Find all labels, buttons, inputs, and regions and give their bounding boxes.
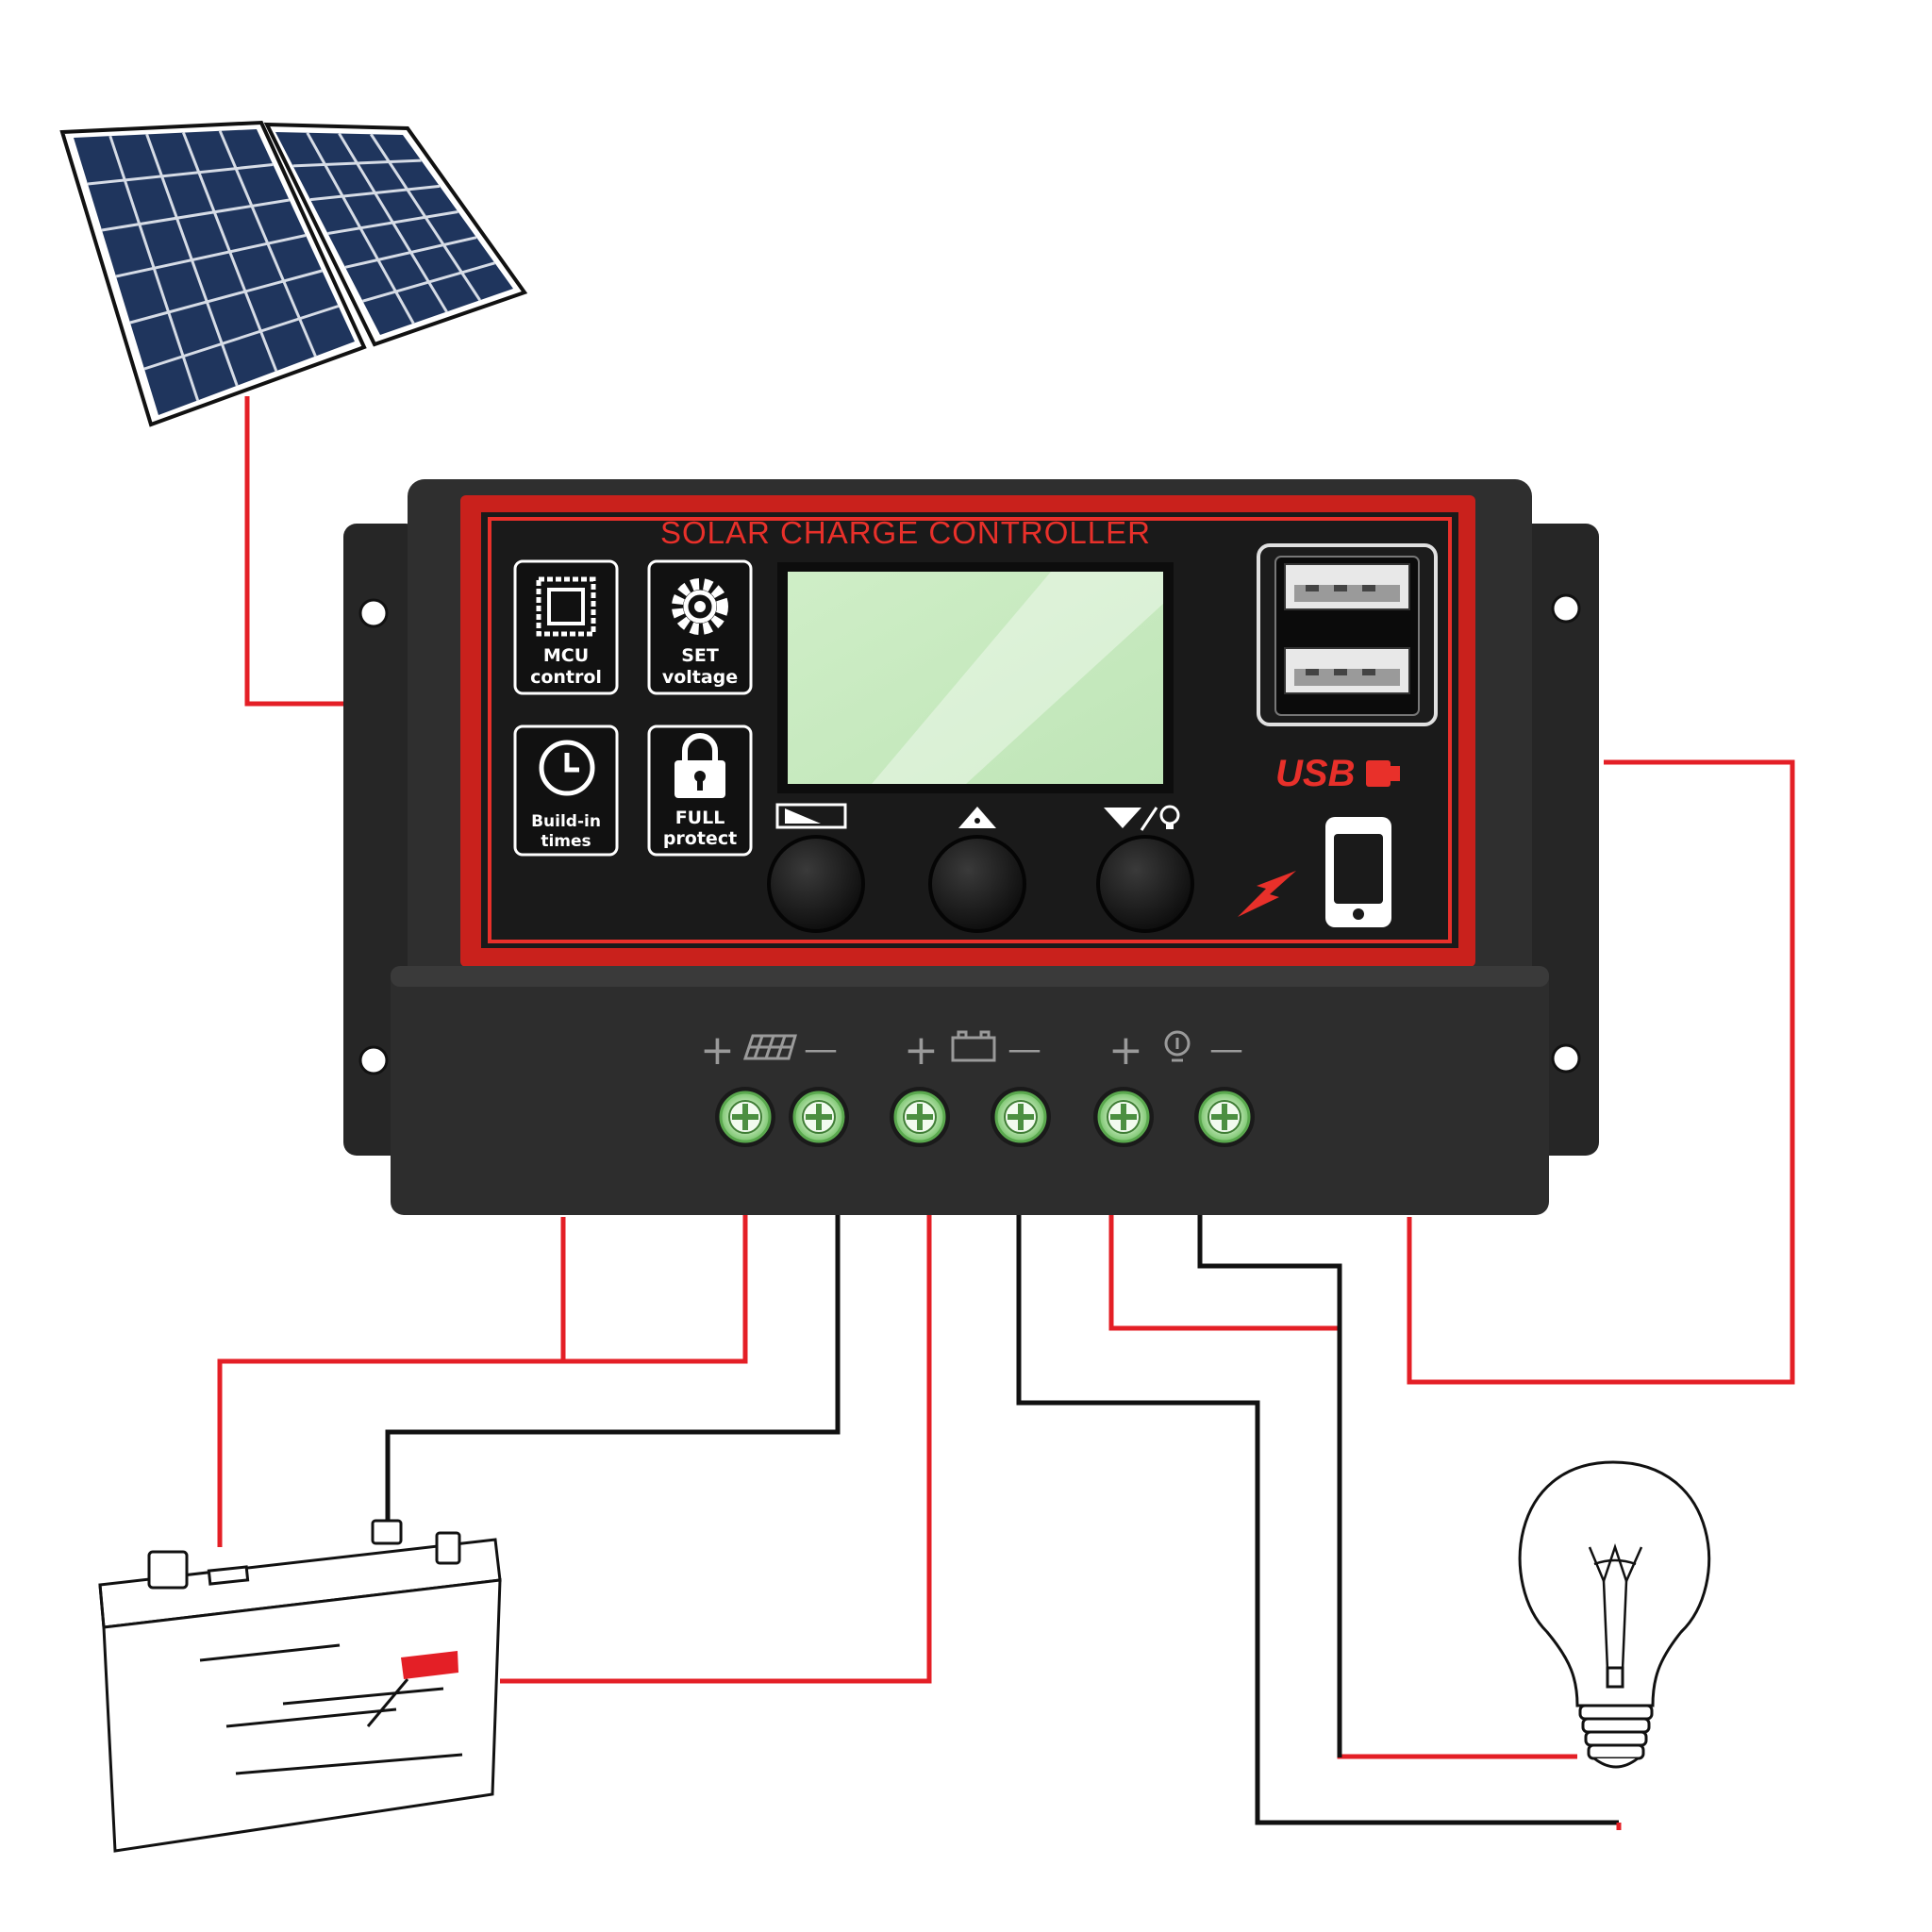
screw-terminal-battery-negative[interactable]	[991, 1087, 1051, 1147]
usb-loop-wire	[1407, 759, 1795, 1385]
feature-tile-timer: Build-in times	[513, 724, 619, 857]
bulb-filament	[1588, 1543, 1643, 1671]
battery-negative-wire	[1016, 1146, 1619, 1825]
gear-icon	[672, 578, 728, 635]
solar-cell-line	[344, 236, 477, 269]
mount-hole	[358, 598, 389, 628]
solar-cell-line	[362, 261, 495, 303]
battery-icon	[951, 1030, 996, 1062]
load-positive-wire	[1108, 1146, 1577, 1759]
clock-icon	[539, 740, 595, 796]
plus-sign: +	[700, 1026, 735, 1074]
usb-port-2[interactable]	[1284, 647, 1410, 694]
lock-icon	[675, 733, 725, 798]
solar-panel-left	[59, 120, 367, 427]
solar-cell-line	[292, 158, 422, 168]
lcd-display	[777, 562, 1174, 793]
bulb-base	[1578, 1666, 1654, 1769]
mount-hole	[1551, 1043, 1581, 1074]
feature-tile-protect: FULL protect	[647, 724, 753, 857]
solar-cell-line	[129, 269, 323, 325]
usb-label: USB	[1275, 753, 1355, 794]
chip-icon	[536, 576, 596, 637]
mount-hole	[358, 1045, 389, 1075]
feature-tile-mcu: MCU control	[513, 559, 619, 695]
phone-icon	[1325, 817, 1391, 927]
load-terminals-label: + —	[1108, 1026, 1243, 1074]
down-light-icon	[1104, 805, 1180, 831]
feature-timer-line2: times	[541, 832, 591, 851]
battery-terminal-negative	[371, 1519, 461, 1565]
down-light-button[interactable]	[1096, 835, 1194, 933]
pv-positive-wire	[217, 1146, 748, 1547]
solar-panel	[59, 120, 528, 427]
solar-cell-line	[87, 163, 274, 186]
battery-label-lines	[199, 1643, 463, 1775]
terminal-housing	[391, 966, 1549, 1215]
terminal-housing-top	[391, 966, 1549, 987]
solar-cell-line	[101, 198, 290, 232]
battery	[98, 1519, 502, 1853]
feature-protect-line2: protect	[663, 828, 737, 849]
feature-mcu-line1: MCU	[543, 645, 589, 666]
feature-mcu-line2: control	[530, 667, 602, 688]
controller-title: SOLAR CHARGE CONTROLLER	[660, 515, 1151, 550]
wires	[217, 396, 1795, 1830]
up-arrow-icon	[958, 807, 996, 828]
battery-vent	[207, 1565, 250, 1586]
screw-terminal-battery-positive[interactable]	[890, 1087, 950, 1147]
screw-terminal-load-negative[interactable]	[1194, 1087, 1255, 1147]
battery-red-tag	[401, 1651, 458, 1679]
solar-panel-icon	[742, 1034, 797, 1060]
usb-port-1[interactable]	[1284, 563, 1410, 610]
battery-positive-wire	[500, 1146, 932, 1684]
charge-controller: SOLAR CHARGE CONTROLLER MCU control SET …	[343, 479, 1599, 1215]
bulb-icon	[1164, 1030, 1191, 1062]
feature-set-line2: voltage	[662, 667, 738, 688]
battery-terminal-positive	[147, 1550, 189, 1590]
plus-sign: +	[1108, 1026, 1143, 1074]
minus-sign: —	[1008, 1030, 1041, 1069]
face-inner-border	[488, 517, 1452, 943]
solar-panel-right	[263, 122, 528, 347]
screw-terminal-load-positive[interactable]	[1093, 1087, 1154, 1147]
up-button[interactable]	[928, 835, 1026, 933]
solar-cell-line	[143, 305, 340, 371]
pv-negative-wire	[385, 1146, 841, 1525]
solar-panel-terminals-label: + —	[700, 1026, 838, 1074]
feature-set-line1: SET	[681, 645, 719, 666]
screw-terminal-pv-negative[interactable]	[789, 1087, 849, 1147]
minus-sign: —	[804, 1030, 838, 1069]
usb-ports	[1257, 543, 1438, 726]
plus-sign: +	[904, 1026, 939, 1074]
lightning-icon	[1238, 871, 1296, 917]
usb-plug-icon	[1366, 760, 1400, 787]
solar-cell-line	[309, 184, 441, 202]
solar-cell-line	[327, 210, 458, 235]
mount-hole	[1551, 593, 1581, 624]
minus-sign: —	[1209, 1030, 1243, 1069]
load-negative-wire	[1197, 1146, 1342, 1757]
menu-button[interactable]	[767, 835, 865, 933]
feature-timer-line1: Build-in	[531, 812, 601, 831]
screw-terminal-pv-positive[interactable]	[715, 1087, 775, 1147]
light-bulb	[1518, 1460, 1711, 1769]
battery-terminals-label: + —	[904, 1026, 1041, 1074]
menu-button-icon	[775, 803, 847, 829]
feature-protect-line1: FULL	[675, 808, 725, 828]
solar-cell-line	[115, 234, 307, 278]
feature-tile-set: SET voltage	[647, 559, 753, 695]
